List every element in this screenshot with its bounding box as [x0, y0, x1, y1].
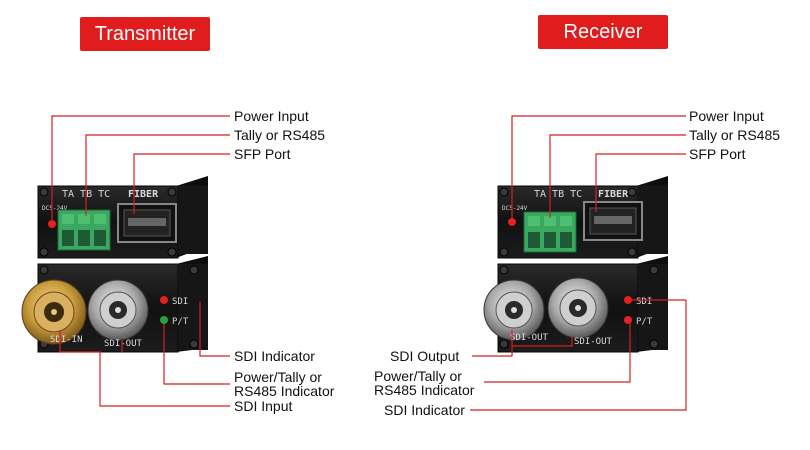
rx-fiber-label: FIBER: [598, 189, 629, 200]
tx-sdi-input-label: SDI Input: [234, 398, 293, 414]
tx-dc-label: DC5-24V: [42, 205, 68, 212]
tx-callout-lines: [51, 115, 230, 407]
rx-sdi-output-label: SDI Output: [390, 348, 460, 364]
tx-sdi-led-label: SDI: [172, 297, 188, 307]
tx-tally-rs485-label: Tally or RS485: [234, 127, 326, 143]
tx-sfp-port-label: SFP Port: [234, 146, 291, 162]
tx-sfp-port: [117, 203, 177, 243]
rx-sdi-led: [624, 296, 632, 304]
tx-bnc-sdi-out: [87, 279, 149, 341]
rx-bnc1-label: SDI-OUT: [510, 333, 549, 343]
receiver-device: TA TB TC FIBER DC5-24V: [483, 176, 668, 353]
rx-bnc2-label: SDI-OUT: [574, 337, 613, 347]
tx-bnc2-label: SDI-OUT: [104, 339, 143, 349]
rx-ports-label: TA TB TC: [534, 189, 582, 200]
rx-bnc-sdi-out-2: [547, 277, 609, 339]
rx-tally-rs485-label: Tally or RS485: [689, 127, 781, 143]
rx-sdi-indicator-label: SDI Indicator: [384, 402, 465, 418]
tx-pt-led-label: P/T: [172, 317, 189, 327]
rx-power-led: [508, 218, 516, 226]
rx-sdi-led-label: SDI: [636, 297, 652, 307]
rx-pt-led: [624, 316, 632, 324]
tx-power-tally-line2: RS485 Indicator: [234, 383, 335, 399]
tx-power-tally-line1: Power/Tally or: [234, 369, 322, 385]
tx-sdi-indicator-label: SDI Indicator: [234, 348, 315, 364]
tx-fiber-label: FIBER: [128, 189, 159, 200]
tx-sdi-led: [160, 296, 168, 304]
rx-pt-led-label: P/T: [636, 317, 653, 327]
rx-dc-label: DC5-24V: [502, 205, 528, 212]
tx-power-led: [48, 220, 56, 228]
transmitter-device: TA TB TC FIBER DC5-24V: [21, 176, 208, 353]
transmitter-title: Transmitter: [80, 17, 210, 51]
rx-power-tally-line2: RS485 Indicator: [374, 382, 475, 398]
tx-bnc-sdi-in: [21, 279, 87, 345]
receiver-title: Receiver: [538, 15, 668, 49]
rx-callout-lines: [470, 115, 687, 411]
tx-pt-led: [160, 316, 168, 324]
rx-power-input-label: Power Input: [689, 108, 764, 124]
rx-sfp-port: [583, 201, 643, 241]
tx-bnc1-label: SDI-IN: [50, 335, 83, 345]
tx-power-input-label: Power Input: [234, 108, 309, 124]
rx-terminal-block: [523, 211, 577, 253]
rx-sfp-port-label: SFP Port: [689, 146, 746, 162]
rx-bnc-sdi-out-1: [483, 279, 545, 341]
rx-power-tally-line1: Power/Tally or: [374, 368, 462, 384]
tx-terminal-block: [57, 209, 111, 251]
